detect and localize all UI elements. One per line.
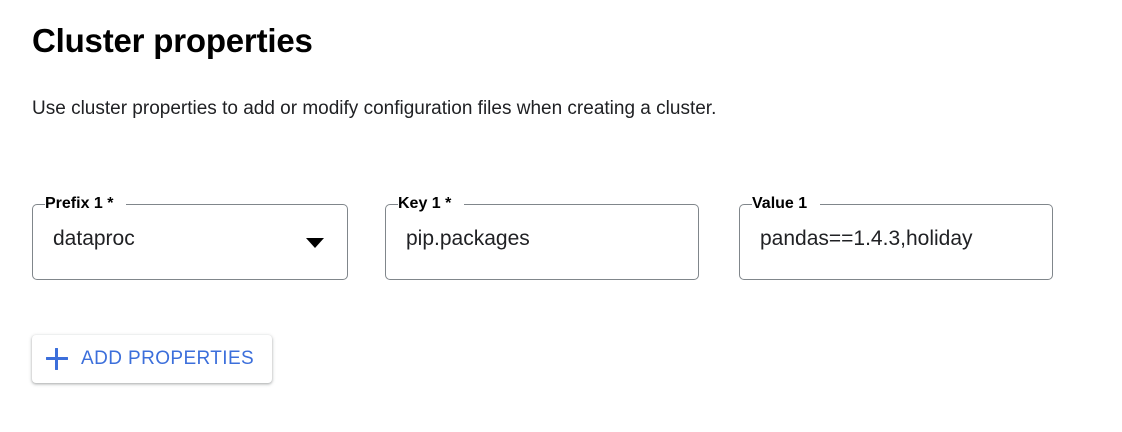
value-field-label: Value 1 — [752, 194, 812, 214]
key-field-label: Key 1 * — [398, 194, 456, 214]
prefix-field-value[interactable]: dataproc — [53, 227, 135, 250]
chevron-down-icon[interactable] — [306, 238, 324, 248]
page-title: Cluster properties — [32, 22, 313, 59]
value-field-value[interactable]: pandas==1.4.3,holiday — [760, 227, 973, 250]
key-field[interactable]: Key 1 * pip.packages — [385, 194, 699, 280]
outline-leading — [32, 204, 45, 280]
add-properties-button-label: ADD PROPERTIES — [81, 348, 255, 369]
prefix-field[interactable]: Prefix 1 * dataproc — [32, 194, 348, 280]
value-field[interactable]: Value 1 pandas==1.4.3,holiday — [739, 194, 1053, 280]
add-properties-button[interactable]: ADD PROPERTIES — [32, 335, 273, 383]
property-row-1: Prefix 1 * dataproc Key 1 * pip.packages — [0, 194, 1122, 288]
page-subtitle: Use cluster properties to add or modify … — [32, 98, 717, 119]
outline-leading — [385, 204, 398, 280]
outline-leading — [739, 204, 752, 280]
prefix-field-label: Prefix 1 * — [45, 194, 118, 214]
key-field-value[interactable]: pip.packages — [406, 227, 530, 250]
plus-icon — [46, 348, 68, 370]
